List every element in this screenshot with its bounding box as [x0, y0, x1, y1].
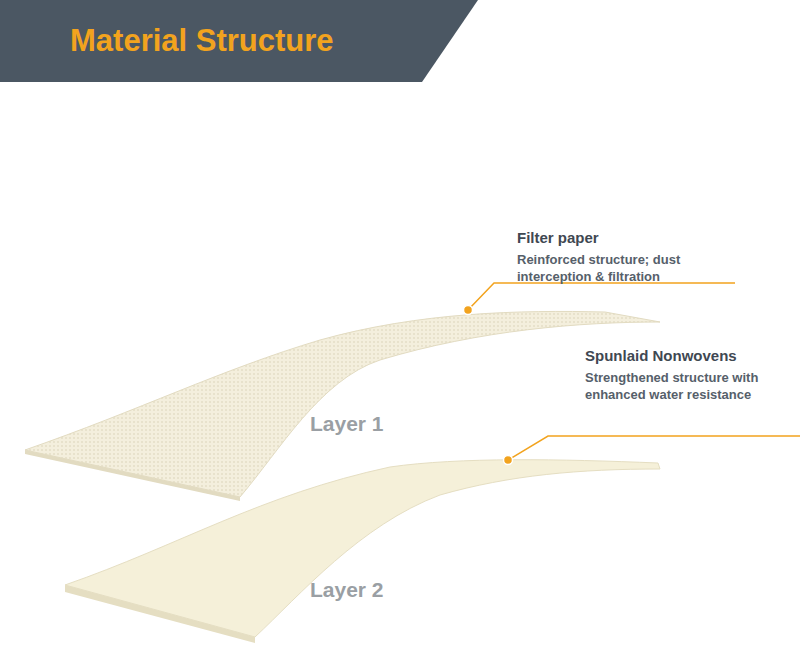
sheet-edge	[65, 585, 255, 643]
layer-label: Layer 1	[310, 412, 384, 436]
callout-heading: Filter paper	[517, 229, 599, 246]
callout-description: Reinforced structure; dust interception …	[517, 251, 732, 285]
layer-label: Layer 2	[310, 578, 384, 602]
sheet-layer: Layer 2	[60, 455, 665, 647]
leader-line	[468, 283, 735, 310]
sheet-shape	[60, 455, 665, 647]
leader-dot	[464, 306, 473, 315]
title-banner	[0, 0, 478, 82]
sheet-edge	[25, 450, 240, 501]
leader-line	[508, 436, 800, 460]
title: Material Structure	[70, 23, 334, 59]
sheet-shape	[20, 300, 670, 505]
callout-heading: Spunlaid Nonwovens	[585, 347, 737, 364]
sheet-layer: Layer 1	[20, 300, 670, 505]
callout-description: Strengthened structure with enhanced wat…	[585, 369, 790, 403]
